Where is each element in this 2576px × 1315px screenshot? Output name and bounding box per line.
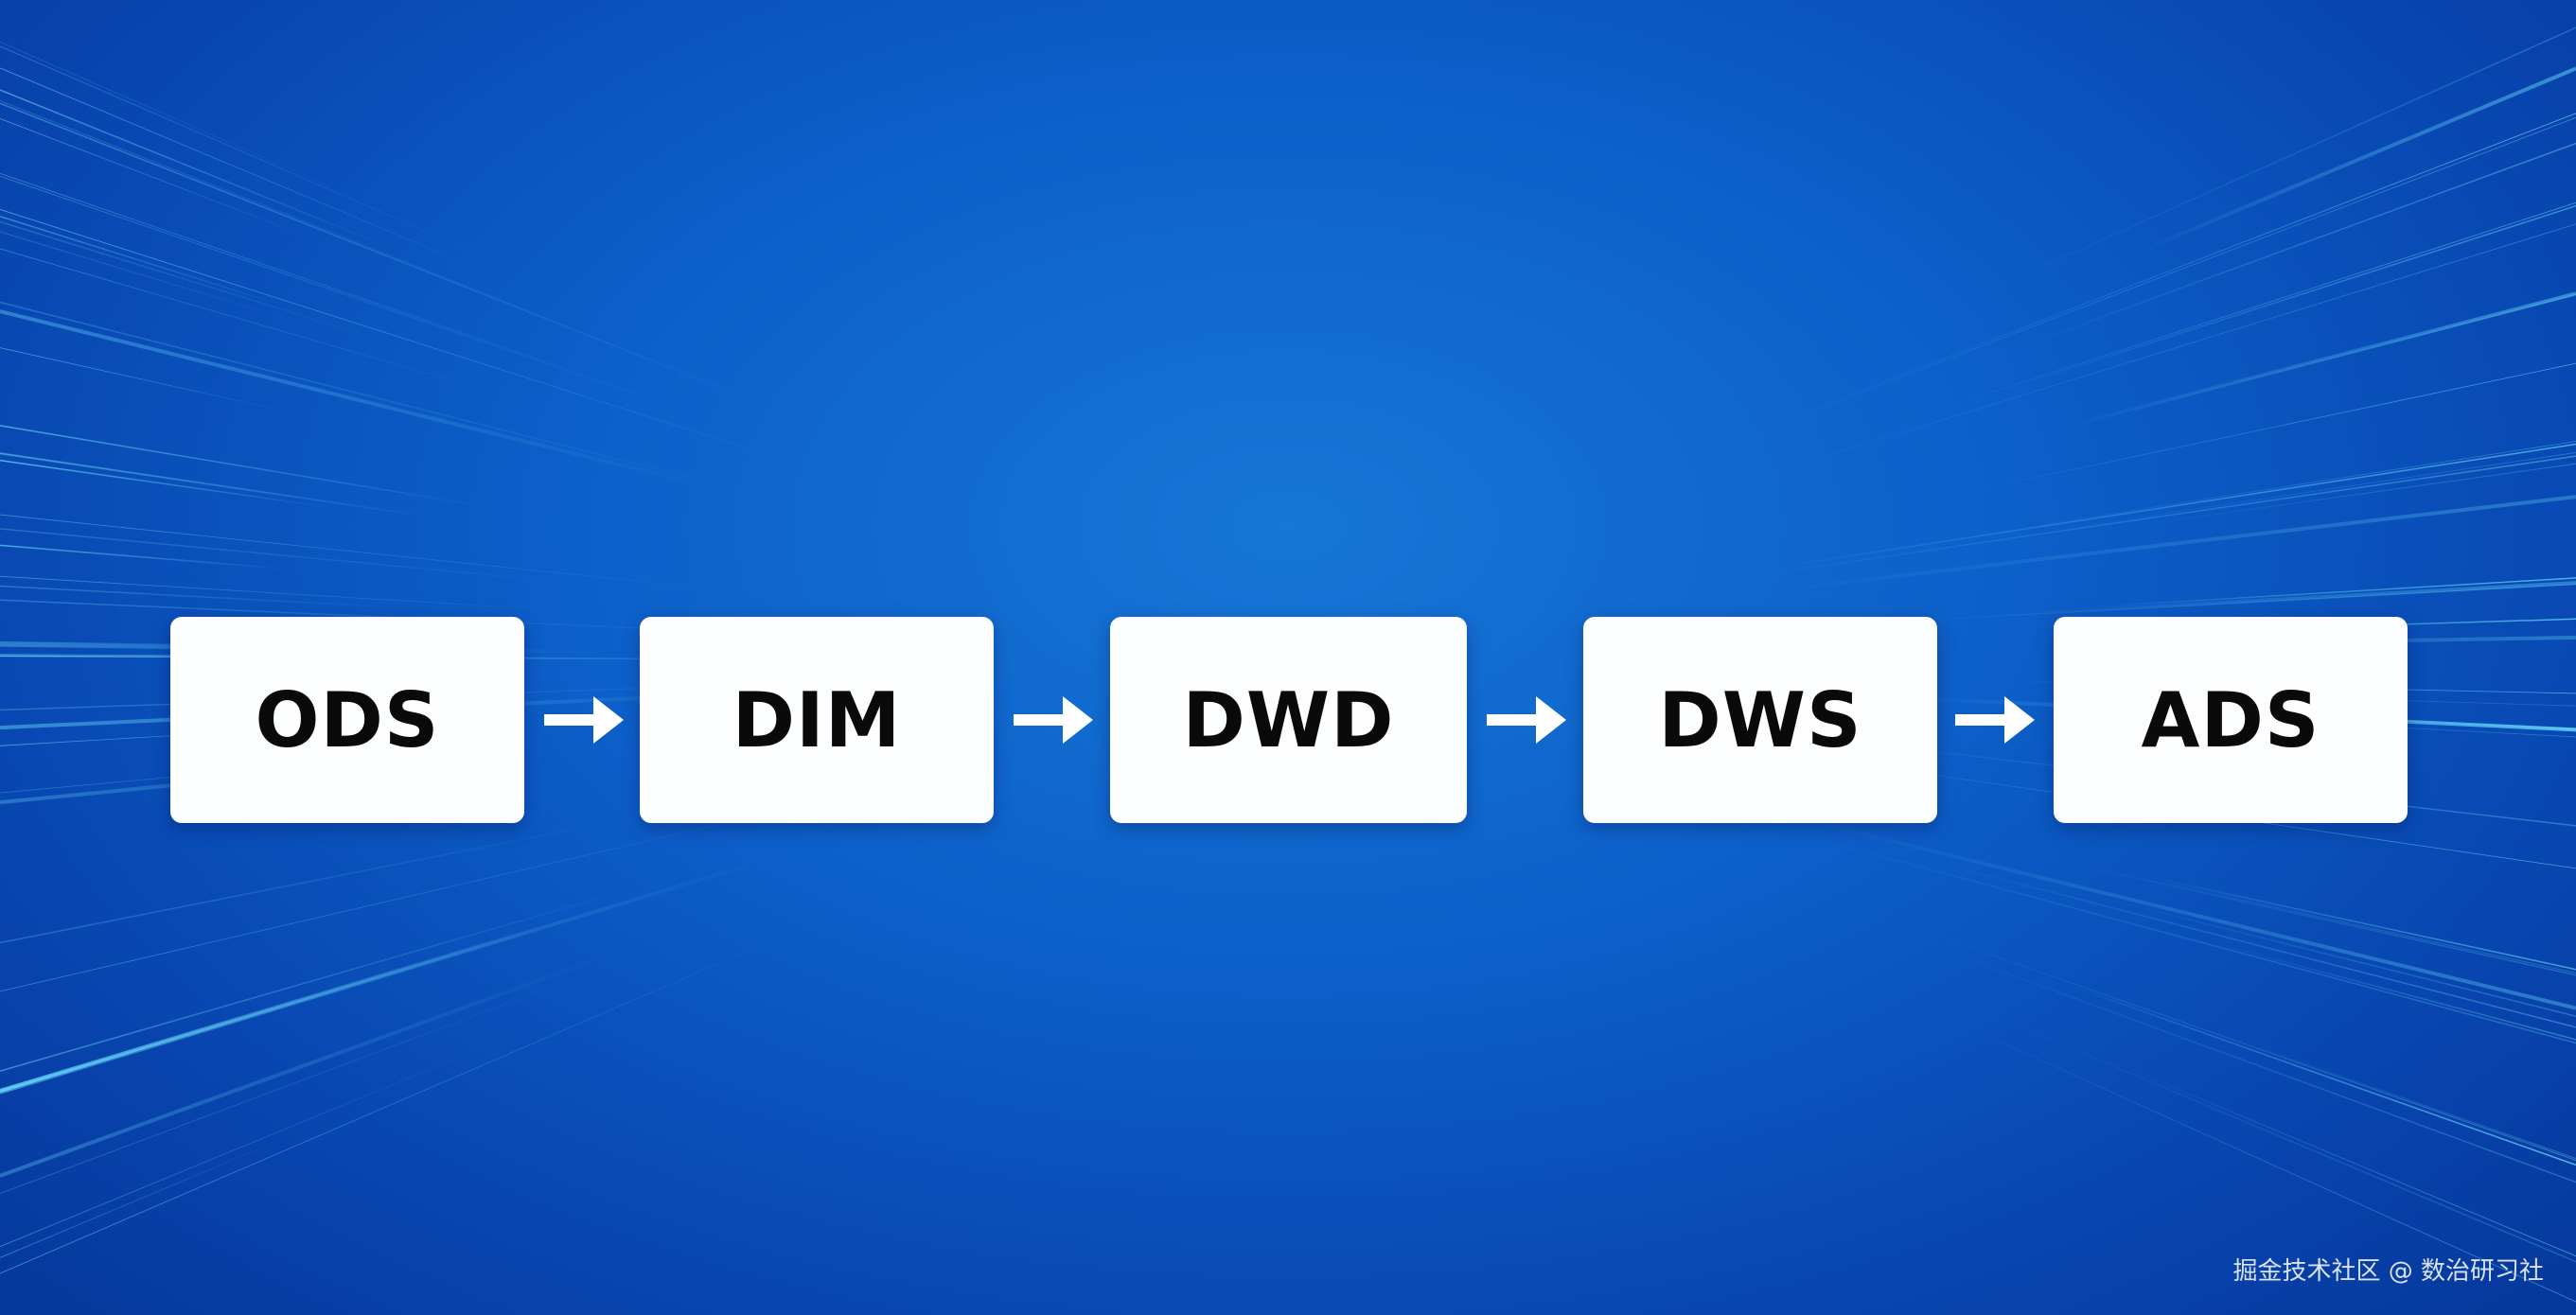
circuit-line bbox=[2132, 66, 2576, 256]
circuit-line bbox=[1737, 455, 2576, 579]
circuit-line bbox=[2077, 577, 2576, 609]
circuit-line bbox=[2245, 1042, 2576, 1160]
circuit-line bbox=[0, 309, 707, 488]
stage-box-dwd: DWD bbox=[1110, 617, 1467, 823]
circuit-line bbox=[1918, 857, 2576, 1028]
circuit-line bbox=[0, 1136, 289, 1258]
circuit-line bbox=[1804, 817, 2576, 1010]
circuit-line bbox=[0, 42, 357, 199]
circuit-line bbox=[0, 248, 522, 402]
arrow-icon bbox=[1955, 696, 2035, 744]
circuit-line bbox=[0, 452, 425, 517]
circuit-line bbox=[2018, 204, 2576, 387]
circuit-line bbox=[1915, 938, 2576, 1184]
circuit-line bbox=[2055, 452, 2576, 531]
circuit-line bbox=[1881, 916, 2576, 1161]
circuit-line bbox=[0, 347, 298, 414]
circuit-line bbox=[1729, 116, 2576, 444]
stage-label-dwd: DWD bbox=[1182, 675, 1395, 764]
circuit-line bbox=[0, 45, 505, 267]
circuit-line bbox=[2140, 874, 2576, 971]
circuit-line bbox=[2000, 1017, 2576, 1263]
circuit-line bbox=[2118, 872, 2576, 973]
circuit-line bbox=[0, 887, 633, 1072]
circuit-line bbox=[0, 216, 285, 307]
circuit-line bbox=[2056, 979, 2576, 1166]
circuit-line bbox=[0, 528, 574, 584]
circuit-line bbox=[0, 923, 811, 1274]
circuit-line bbox=[0, 544, 290, 570]
stage-label-ads: ADS bbox=[2141, 675, 2320, 764]
circuit-line bbox=[1783, 829, 2576, 1044]
circuit-line bbox=[0, 927, 535, 1093]
arrow-icon bbox=[1487, 696, 1566, 744]
arrow-icon bbox=[544, 696, 624, 744]
circuit-line bbox=[2033, 854, 2576, 976]
circuit-line bbox=[2004, 581, 2576, 617]
circuit-line bbox=[0, 954, 608, 1178]
circuit-line bbox=[0, 585, 416, 609]
circuit-line bbox=[0, 172, 687, 412]
circuit-line bbox=[0, 89, 391, 249]
circuit-line bbox=[2214, 942, 2576, 1041]
circuit-line bbox=[1976, 441, 2576, 535]
stage-box-ods: ODS bbox=[170, 617, 524, 823]
circuit-line bbox=[0, 459, 329, 508]
circuit-line bbox=[1986, 26, 2576, 292]
stage-label-ods: ODS bbox=[255, 675, 440, 764]
circuit-line bbox=[2091, 894, 2576, 1017]
circuit-line bbox=[0, 425, 487, 508]
circuit-line bbox=[0, 100, 568, 326]
circuit-line bbox=[0, 231, 313, 327]
circuit-line bbox=[1763, 443, 2576, 570]
circuit-line bbox=[0, 802, 809, 992]
circuit-line bbox=[1907, 202, 2576, 420]
circuit-line bbox=[0, 102, 784, 413]
circuit-line bbox=[1787, 113, 2576, 419]
stage-box-dim: DIM bbox=[640, 617, 994, 823]
circuit-line bbox=[1732, 223, 2576, 485]
circuit-line bbox=[2070, 291, 2576, 428]
circuit-line bbox=[0, 175, 696, 415]
circuit-line bbox=[0, 958, 625, 1195]
circuit-line bbox=[0, 514, 711, 589]
circuit-line bbox=[2020, 142, 2576, 348]
circuit-line bbox=[0, 575, 566, 611]
circuit-line bbox=[0, 67, 494, 276]
circuit-line bbox=[0, 209, 807, 468]
circuit-line bbox=[0, 814, 647, 944]
circuit-line bbox=[0, 301, 756, 496]
stage-box-dws: DWS bbox=[1583, 617, 1937, 823]
circuit-line bbox=[2109, 463, 2576, 530]
stage-box-ads: ADS bbox=[2054, 617, 2408, 823]
circuit-line bbox=[1931, 1010, 2576, 1303]
circuit-line bbox=[0, 117, 311, 238]
circuit-line bbox=[1959, 362, 2576, 494]
circuit-line bbox=[0, 220, 398, 346]
circuit-line bbox=[0, 1039, 502, 1248]
circuit-line bbox=[2107, 1059, 2576, 1257]
circuit-line bbox=[1768, 495, 2576, 593]
stage-label-dim: DIM bbox=[732, 675, 902, 764]
watermark-text: 掘金技术社区 @ 数治研习社 bbox=[2232, 1257, 2544, 1286]
stage-label-dws: DWS bbox=[1658, 675, 1862, 764]
arrow-icon bbox=[1014, 696, 1093, 744]
